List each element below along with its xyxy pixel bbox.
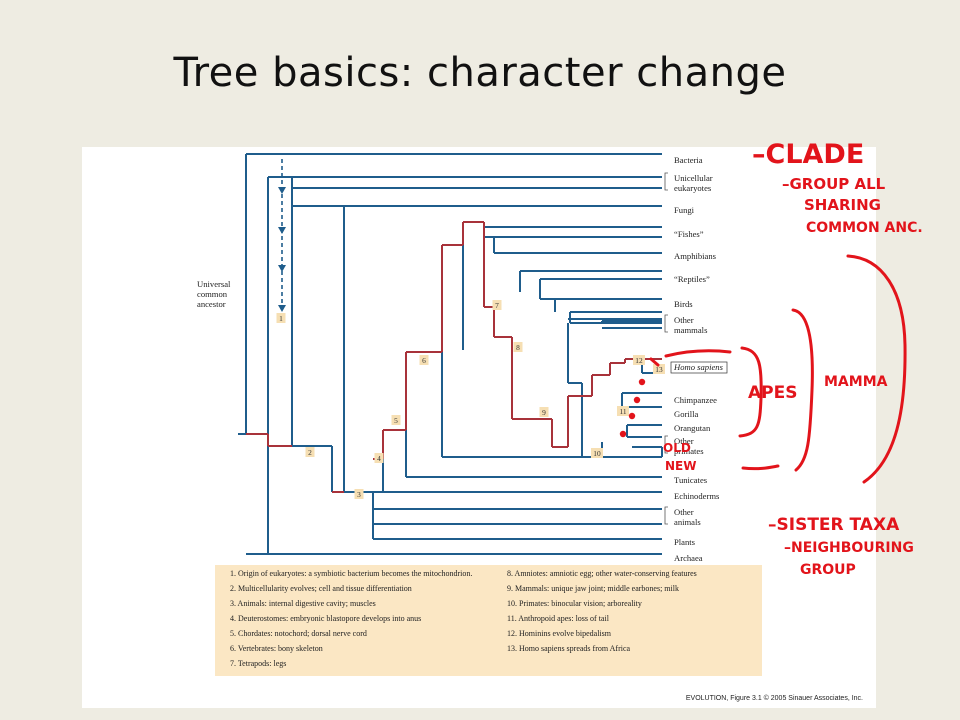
annotation-strokes xyxy=(649,254,907,484)
phylogeny-tree: 1. Origin of eukaryotes: a symbiotic bac… xyxy=(197,153,863,702)
root-label-line: ancestor xyxy=(197,299,226,309)
annotation-clade-def-2: SHARING xyxy=(804,196,881,214)
taxon-label: Other xyxy=(674,436,694,446)
node-number-box xyxy=(591,448,603,458)
taxon-label: Bacteria xyxy=(674,155,703,165)
phylogeny-figure: 1. Origin of eukaryotes: a symbiotic bac… xyxy=(82,147,876,708)
annotation-sister: –SISTER TAXA xyxy=(768,515,900,535)
taxon-label: Other xyxy=(674,315,694,325)
node-number-box xyxy=(305,447,315,457)
node-number: 13 xyxy=(655,365,663,374)
legend-item: 7. Tetrapods: legs xyxy=(230,659,286,668)
legend-right-column: 8. Amniotes: amniotic egg; other water-c… xyxy=(507,569,697,653)
taxon-label: Amphibians xyxy=(674,251,717,261)
taxon-bracket xyxy=(664,314,668,333)
taxon-label: “Fishes” xyxy=(674,229,704,239)
taxon-label: primates xyxy=(674,446,704,456)
node-number: 12 xyxy=(635,356,643,365)
node-number: 1 xyxy=(279,314,283,323)
legend-item: 4. Deuterostomes: embryonic blastopore d… xyxy=(230,614,421,623)
taxon-label: mammals xyxy=(674,325,708,335)
legend-item: 13. Homo sapiens spreads from Africa xyxy=(507,644,631,653)
legend-item: 5. Chordates: notochord; dorsal nerve co… xyxy=(230,629,367,638)
taxon-bracket xyxy=(664,172,668,191)
taxon-label: Gorilla xyxy=(674,409,699,419)
taxon-label: Echinoderms xyxy=(674,491,720,501)
node-number: 11 xyxy=(619,407,626,416)
node-number: 6 xyxy=(422,356,426,365)
taxon-label: Homo sapiens xyxy=(673,362,724,372)
node-number-box xyxy=(653,364,665,374)
node-number-box xyxy=(391,415,401,425)
taxon-bracket xyxy=(664,506,668,525)
legend-item: 11. Anthropoid apes: loss of tail xyxy=(507,614,610,623)
taxon-label: Chimpanzee xyxy=(674,395,717,405)
node-number: 4 xyxy=(377,454,381,463)
root-label-line: common xyxy=(197,289,228,299)
node-number: 8 xyxy=(516,343,520,352)
root-label-line: Universal xyxy=(197,279,231,289)
slide-title: Tree basics: character change xyxy=(173,50,787,96)
annotation-new: NEW xyxy=(665,459,696,473)
taxon-bracket xyxy=(664,435,668,454)
legend-box xyxy=(215,565,762,676)
node-number: 7 xyxy=(495,301,499,310)
taxon-label: “Reptiles” xyxy=(674,274,710,284)
legend-left-column: 1. Origin of eukaryotes: a symbiotic bac… xyxy=(230,569,472,668)
legend-item: 1. Origin of eukaryotes: a symbiotic bac… xyxy=(230,569,472,578)
annotation-clade-def-1: –GROUP ALL xyxy=(782,175,886,193)
annotation-old: OLD xyxy=(663,441,691,455)
red-lineage xyxy=(246,221,662,493)
node-number: 10 xyxy=(593,449,601,458)
node-number: 3 xyxy=(357,490,361,499)
arrow-heads xyxy=(278,187,286,312)
node-number-box xyxy=(276,313,286,323)
node-number-box xyxy=(617,406,629,416)
node-number: 5 xyxy=(394,416,398,425)
figure-credit: EVOLUTION, Figure 3.1 © 2005 Sinauer Ass… xyxy=(686,694,863,702)
annotation-sister-def-2: GROUP xyxy=(800,562,856,578)
taxon-highlight-box xyxy=(670,361,728,374)
node-number: 2 xyxy=(308,448,312,457)
node-number-box xyxy=(633,355,645,365)
taxon-label: Birds xyxy=(674,299,693,309)
taxon-label: eukaryotes xyxy=(674,183,712,193)
node-number-box xyxy=(513,342,523,352)
legend-item: 2. Multicellularity evolves; cell and ti… xyxy=(230,584,412,593)
legend-item: 12. Hominins evolve bipedalism xyxy=(507,629,612,638)
annotation-sister-def-1: –NEIGHBOURING xyxy=(784,540,914,556)
annotation-mamma: MAMMA xyxy=(824,374,888,390)
node-number-box xyxy=(374,453,384,463)
legend-item: 10. Primates: binocular vision; arboreal… xyxy=(507,599,642,608)
taxon-label: Other xyxy=(674,507,694,517)
legend-item: 6. Vertebrates: bony skeleton xyxy=(230,644,323,653)
annotation-apes: APES xyxy=(748,383,797,403)
node-number-box xyxy=(539,407,549,417)
taxon-label: animals xyxy=(674,517,701,527)
legend-item: 8. Amniotes: amniotic egg; other water-c… xyxy=(507,569,697,578)
taxon-label: Orangutan xyxy=(674,423,711,433)
legend-item: 3. Animals: internal digestive cavity; m… xyxy=(230,599,376,608)
taxon-label: Tunicates xyxy=(674,475,708,485)
annotation-clade: –CLADE xyxy=(752,139,864,170)
taxon-label: Plants xyxy=(674,537,696,547)
node-number-box xyxy=(492,300,502,310)
node-number-box xyxy=(419,355,429,365)
node-number-box xyxy=(354,489,364,499)
annotation-dots xyxy=(619,378,646,438)
legend-item: 9. Mammals: unique jaw joint; middle ear… xyxy=(507,584,679,593)
taxon-label: Unicellular xyxy=(674,173,713,183)
taxon-label: Fungi xyxy=(674,205,695,215)
node-number: 9 xyxy=(542,408,546,417)
annotation-clade-def-3: COMMON ANC. xyxy=(806,220,923,236)
taxon-label: Archaea xyxy=(674,553,703,563)
